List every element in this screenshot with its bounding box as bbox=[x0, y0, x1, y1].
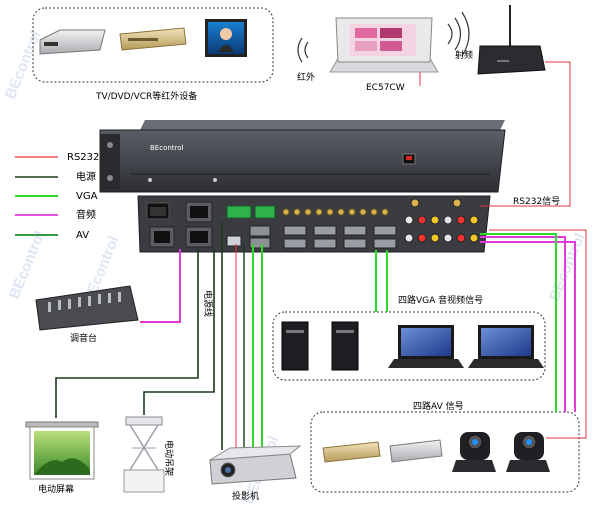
motorized-screen-image bbox=[25, 421, 99, 480]
legend-label-rs232: RS232 bbox=[67, 152, 99, 163]
projector-image bbox=[209, 445, 302, 485]
radio-label: 射频 bbox=[455, 49, 473, 61]
watermark-1: BEcontrol bbox=[2, 29, 45, 102]
lift-label: 电动吊架 bbox=[163, 440, 175, 476]
power-line-label: 电源线 bbox=[202, 290, 214, 317]
touch-panel-label: EC57CW bbox=[366, 83, 405, 93]
projector-wires bbox=[235, 244, 263, 448]
vga-group-label: 四路VGA 音视频信号 bbox=[398, 294, 483, 306]
legend-label-audio: 音频 bbox=[76, 208, 96, 221]
mixer-image bbox=[35, 285, 139, 331]
controller-unit: BEcontrol bbox=[99, 120, 506, 253]
legend: RS232 电源 VGA 音频 AV bbox=[15, 152, 99, 241]
rf-receiver-image bbox=[477, 5, 546, 75]
ir-devices-label: TV/DVD/VCR等红外设备 bbox=[95, 90, 197, 102]
touch-panel-image bbox=[329, 17, 439, 73]
projector-lift-image bbox=[123, 416, 165, 493]
camera-2-image bbox=[506, 432, 550, 472]
av-group-box bbox=[310, 411, 580, 493]
infrared-label: 红外 bbox=[297, 71, 315, 83]
av-set-top-box-image bbox=[389, 439, 443, 463]
wireless-waves-right bbox=[447, 11, 470, 57]
legend-label-vga: VGA bbox=[76, 191, 98, 202]
av-group-label: 四路AV 信号 bbox=[413, 400, 464, 412]
projector-label: 投影机 bbox=[232, 490, 259, 502]
watermark-2: BEcontrol bbox=[6, 229, 49, 302]
wireless-waves-left bbox=[297, 37, 309, 63]
legend-label-power: 电源 bbox=[76, 170, 96, 183]
camera-1-image bbox=[452, 432, 496, 472]
pc-1-image bbox=[281, 321, 309, 371]
power-wires bbox=[55, 222, 223, 450]
av-dvd-image bbox=[322, 441, 381, 463]
tv-image bbox=[205, 19, 247, 57]
laptop-1-image bbox=[388, 325, 464, 368]
dvd-player-image bbox=[119, 27, 187, 51]
vga-group-box bbox=[272, 311, 546, 381]
set-top-box-image bbox=[39, 29, 106, 55]
rs232-wires bbox=[419, 61, 571, 207]
audio-wire-mixer bbox=[140, 249, 181, 323]
vga-wires bbox=[375, 250, 388, 312]
controller-brand: BEcontrol bbox=[150, 144, 184, 152]
rs232-signal-label: RS232信号 bbox=[513, 195, 560, 207]
laptop-2-image bbox=[468, 325, 544, 368]
mixer-label: 调音台 bbox=[70, 332, 97, 344]
legend-label-av: AV bbox=[76, 230, 89, 241]
pc-2-image bbox=[331, 321, 359, 371]
screen-label: 电动屏幕 bbox=[38, 483, 74, 495]
ir-devices-box bbox=[32, 7, 274, 83]
av-wires bbox=[480, 229, 587, 439]
